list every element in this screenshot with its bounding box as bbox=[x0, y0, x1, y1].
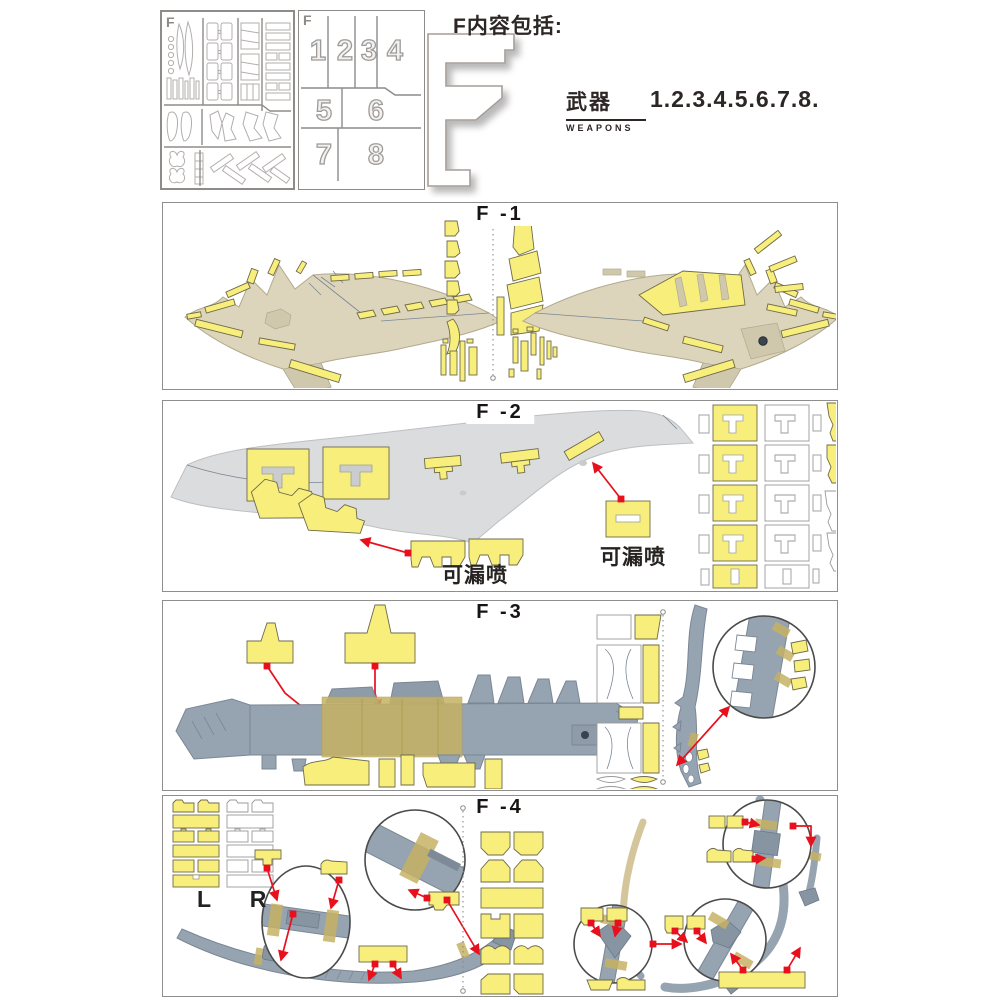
f2-applied-stickers bbox=[246, 431, 605, 534]
panel-f2-title: F -2 bbox=[466, 401, 534, 424]
f2-sticker-grid bbox=[698, 402, 836, 589]
f1-dotted-divider bbox=[490, 213, 496, 381]
panel-f4-title: F -4 bbox=[466, 796, 534, 819]
panel-f2-illustration bbox=[170, 402, 836, 589]
sprue-divider-lines bbox=[164, 18, 291, 186]
f1-left-wing-part bbox=[184, 257, 503, 388]
panel-f2: F -2 bbox=[162, 400, 838, 592]
f4-sticker-column bbox=[480, 831, 544, 995]
category-cn: 武器 bbox=[566, 86, 646, 121]
f3-magnifier-arrow bbox=[675, 705, 731, 767]
sprue-outline-shapes bbox=[166, 20, 291, 186]
f2-loose-slot-sticker bbox=[591, 461, 651, 538]
zone-5: 5 bbox=[315, 94, 333, 127]
sprue-sheet-letter: F bbox=[166, 14, 175, 30]
zone-map-lines: F bbox=[301, 12, 421, 181]
category-en: WEAPONS bbox=[566, 123, 634, 133]
contents-line: 武器 WEAPONS 1.2.3.4.5.6.7.8. bbox=[566, 86, 819, 133]
panel-f1: F -1 bbox=[162, 202, 838, 390]
panel-f3-illustration bbox=[175, 604, 816, 789]
f3-sticker-sheet-group bbox=[595, 614, 662, 789]
panel-f1-illustration bbox=[184, 213, 836, 388]
f1-right-wing-part bbox=[521, 229, 836, 388]
f2-note-left: 可漏喷 bbox=[442, 564, 508, 587]
f3-weapon-part bbox=[175, 674, 639, 772]
f3-magnifier-circle bbox=[712, 615, 816, 719]
f4-label-l: L bbox=[196, 886, 212, 912]
f4-circle-magnifier-left bbox=[364, 809, 466, 911]
f4-sheet-right bbox=[226, 799, 274, 888]
zone-7: 7 bbox=[315, 138, 333, 171]
panel-f4-illustration bbox=[172, 796, 822, 995]
zone-8: 8 bbox=[367, 138, 385, 171]
f1-sticker-column-left bbox=[440, 220, 478, 382]
f2-loose-zigzag-stickers bbox=[359, 537, 524, 568]
f4-dotted-divider bbox=[460, 805, 466, 994]
category-block: 武器 WEAPONS bbox=[566, 86, 646, 133]
zone-1: 1 bbox=[309, 34, 327, 67]
f4-circle-magnifier-middle bbox=[664, 898, 806, 989]
panel-f3-title: F -3 bbox=[466, 601, 534, 624]
zone-2: 2 bbox=[336, 34, 354, 67]
f4-circle-magnifier-small bbox=[573, 904, 683, 991]
panel-f3: F -3 bbox=[162, 600, 838, 791]
panel-f1-title: F -1 bbox=[466, 203, 534, 226]
f4-sheet-left bbox=[172, 799, 220, 888]
f3-dotted-divider bbox=[660, 609, 666, 785]
f3-loose-stickers-bottom bbox=[302, 754, 503, 789]
f4-label-r: R bbox=[249, 886, 267, 912]
zone-6: 6 bbox=[367, 94, 385, 127]
zone-4: 4 bbox=[386, 34, 404, 67]
sprue-sheet-drawing: F bbox=[164, 14, 291, 186]
zone-map-letter: F bbox=[303, 12, 312, 28]
f3-blade-part bbox=[672, 604, 711, 788]
zone-map: F 1 2 3 4 5 6 7 8 bbox=[298, 10, 425, 190]
big-letter-f-shape bbox=[427, 33, 515, 187]
f4-circle-magnifier-top bbox=[706, 799, 817, 889]
zone-3: 3 bbox=[360, 34, 378, 67]
sprue-sheet-preview: F bbox=[160, 10, 295, 190]
content-numbers: 1.2.3.4.5.6.7.8. bbox=[650, 86, 820, 112]
header-title: F内容包括: bbox=[453, 15, 563, 38]
panel-f4: F -4 L R bbox=[162, 795, 838, 997]
f1-sticker-column-right bbox=[496, 220, 558, 380]
f2-note-right: 可漏喷 bbox=[600, 546, 666, 569]
